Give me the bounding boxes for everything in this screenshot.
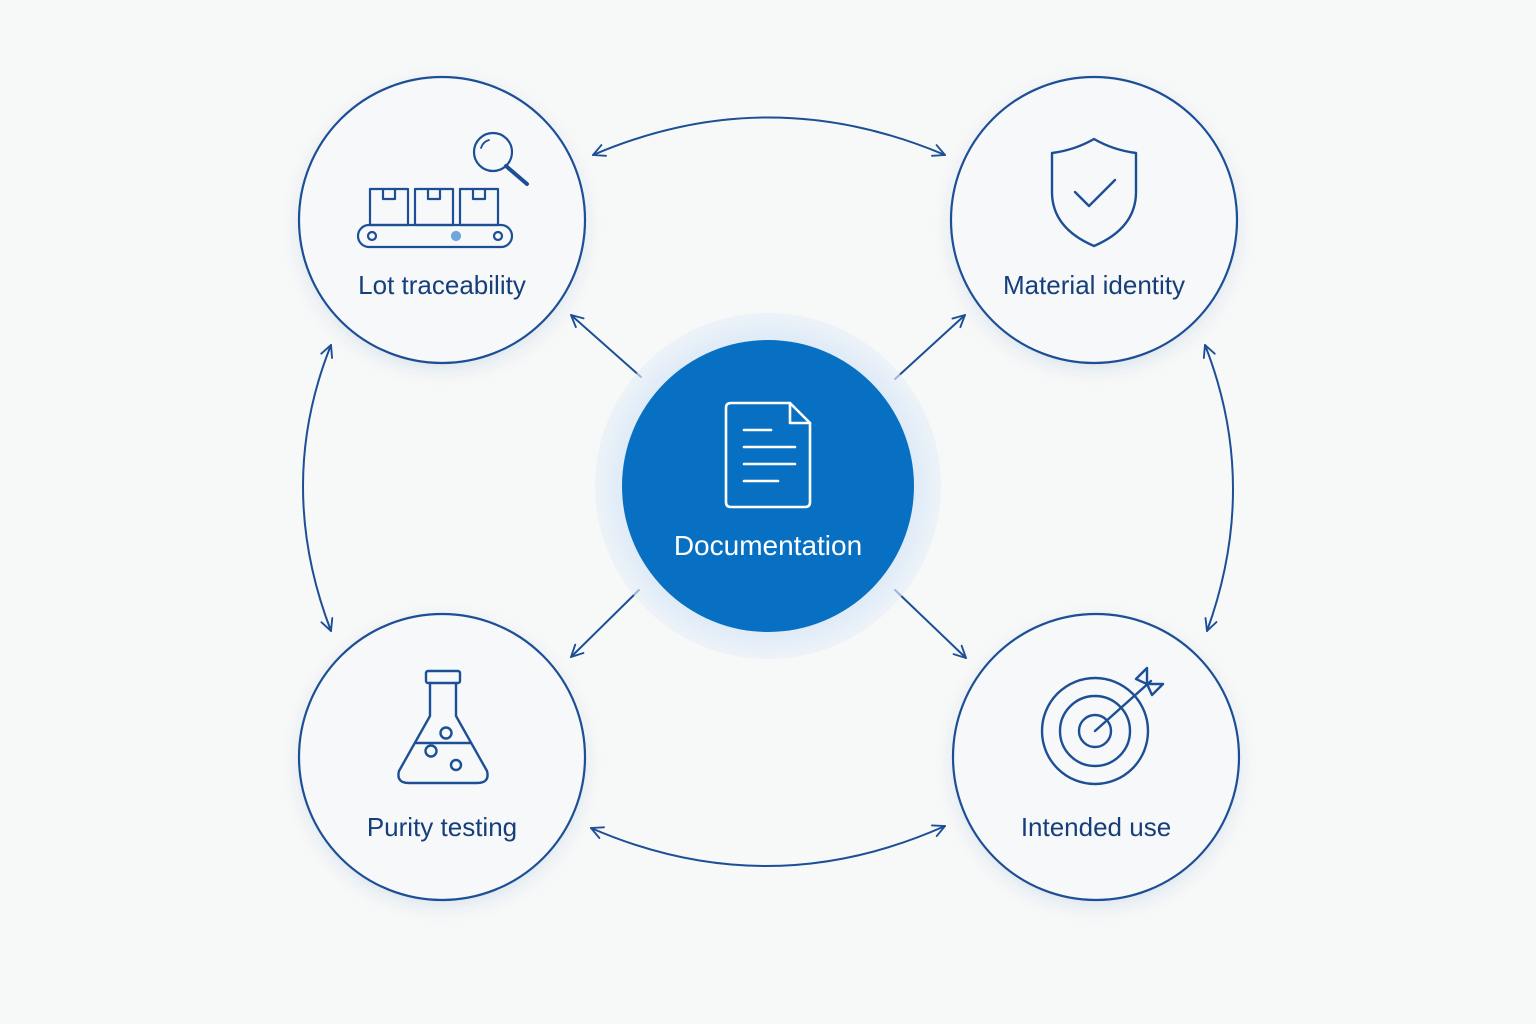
center-label: Documentation (674, 530, 862, 561)
conveyor-magnifier-icon (356, 131, 529, 249)
node-lot-traceability: Lot traceability (297, 75, 587, 365)
document-icon (724, 401, 812, 509)
node-circle (297, 612, 587, 902)
target-arrow-icon (1040, 666, 1165, 786)
node-circle (951, 612, 1241, 902)
arrow-purity-intended (590, 824, 946, 867)
node-purity-testing: Purity testing (297, 612, 587, 902)
flask-icon (397, 669, 489, 785)
arrow-center-intended (894, 589, 967, 659)
arrow-center-material (894, 314, 966, 380)
node-intended-use: Intended use (951, 612, 1241, 902)
arrow-lot-material (592, 116, 946, 157)
node-label-purity-testing: Purity testing (367, 812, 517, 842)
arrow-center-lot (570, 314, 642, 378)
node-material-identity: Material identity (949, 75, 1239, 365)
node-circle (297, 75, 587, 365)
shield-check-icon (1050, 137, 1138, 248)
node-circle (949, 75, 1239, 365)
connectors (302, 116, 1234, 867)
node-label-lot-traceability: Lot traceability (358, 270, 526, 300)
node-label-intended-use: Intended use (1021, 812, 1171, 842)
arrow-center-purity (570, 589, 640, 658)
center-node: Documentation (595, 313, 941, 659)
arrow-material-intended (1202, 344, 1234, 632)
arrow-lot-purity (302, 344, 334, 632)
node-label-material-identity: Material identity (1003, 270, 1185, 300)
center-circle (622, 340, 914, 632)
